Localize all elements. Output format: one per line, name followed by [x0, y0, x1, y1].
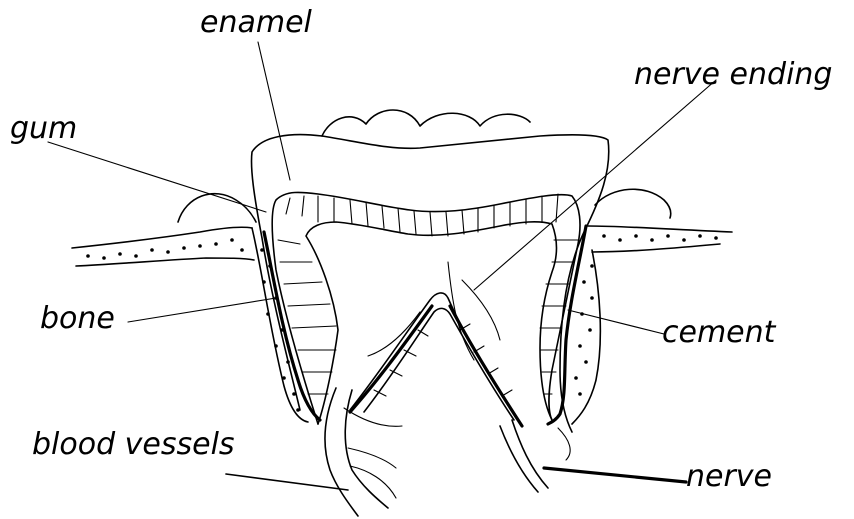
blood-vessels: [325, 388, 402, 516]
leader-lines: [48, 42, 716, 490]
dentine-inner: [306, 222, 557, 424]
label-blood-vessels: blood vessels: [32, 430, 235, 460]
label-nerve: nerve: [686, 462, 772, 492]
label-bone: bone: [40, 304, 115, 334]
label-gum: gum: [10, 114, 77, 144]
label-cement: cement: [662, 318, 775, 348]
root-furcation: [350, 293, 522, 426]
dentine-outer: [272, 192, 580, 424]
bone-dots: [86, 234, 718, 412]
enamel-cusps: [322, 110, 530, 136]
label-enamel: enamel: [200, 8, 312, 38]
label-nerve-ending: nerve ending: [634, 60, 832, 90]
nerve: [500, 420, 570, 492]
bone: [72, 226, 732, 424]
